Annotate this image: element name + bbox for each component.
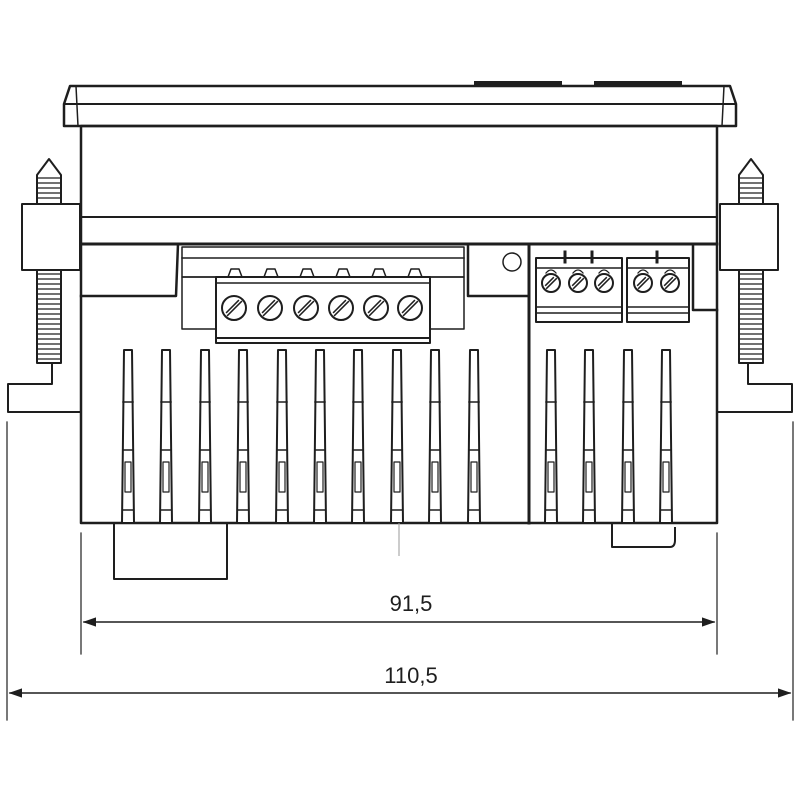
screw-icon [397, 295, 423, 321]
dimension-inner: 91,5 [80, 532, 718, 655]
cooling-fins [121, 349, 673, 524]
right-terminal-blocks [535, 250, 690, 323]
screw-icon [363, 295, 389, 321]
cooling-fin [351, 349, 365, 524]
cooling-fin [621, 349, 635, 524]
cooling-fin [236, 349, 250, 524]
screw-icon [328, 295, 354, 321]
mounting-bracket-right [718, 158, 793, 413]
cooling-fin [198, 349, 212, 524]
cooling-fin [390, 349, 404, 524]
dimension-outer-label: 110,5 [384, 663, 437, 688]
screw-icon [221, 295, 247, 321]
indicator-hole-icon [502, 252, 522, 272]
screw-icon [568, 273, 588, 293]
bottom-foot-right [611, 522, 676, 548]
screw-icon [541, 273, 561, 293]
screw-icon [257, 295, 283, 321]
cooling-fin [159, 349, 173, 524]
screw-icon [660, 273, 680, 293]
cooling-fin [121, 349, 135, 524]
cooling-fin [467, 349, 481, 524]
screw-icon [594, 273, 614, 293]
cooling-fin [428, 349, 442, 524]
bottom-foot-left [113, 522, 228, 580]
dimension-inner-label: 91,5 [390, 591, 433, 616]
dimension-outer: 110,5 [6, 421, 794, 721]
cooling-fin [582, 349, 596, 524]
cooling-fin [275, 349, 289, 524]
cooling-fin [544, 349, 558, 524]
mounting-bracket-left [7, 158, 82, 413]
screw-icon [293, 295, 319, 321]
cooling-fin [313, 349, 327, 524]
front-bezel [62, 81, 738, 128]
main-terminal-block [181, 246, 465, 344]
cooling-fin [659, 349, 673, 524]
screw-icon [633, 273, 653, 293]
